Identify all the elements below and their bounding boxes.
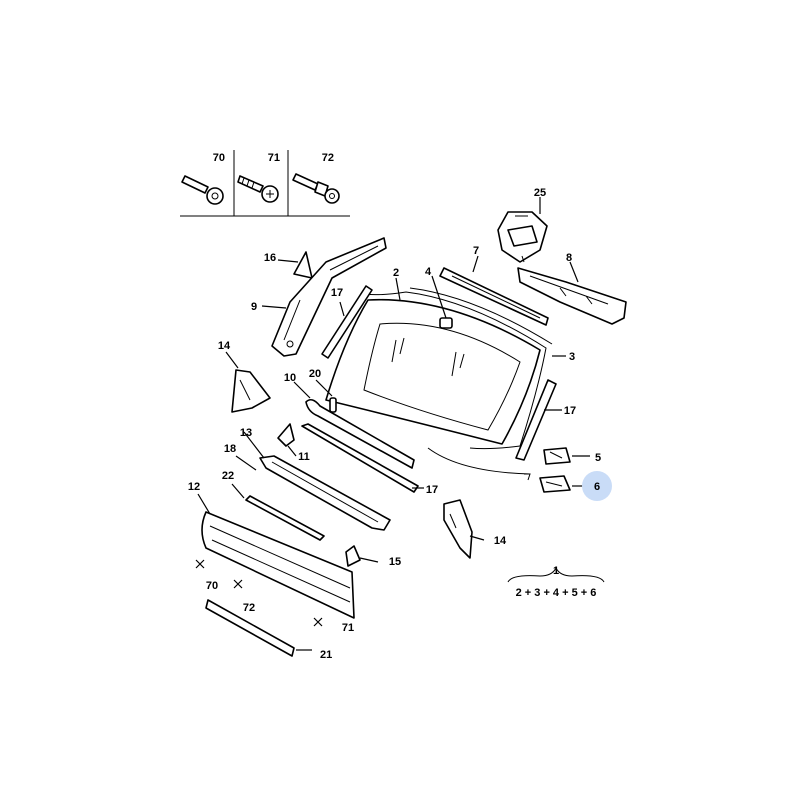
kit-formula [507, 566, 605, 583]
part-21-strip [205, 599, 312, 657]
callout-3: 3 [569, 351, 575, 363]
callout-10: 10 [284, 372, 296, 384]
part-8-bracket [517, 261, 627, 325]
bolt-72-icon [292, 173, 340, 204]
callout-5: 5 [595, 452, 601, 464]
fastener-marker-71 [313, 617, 323, 627]
callout-16: 16 [264, 252, 276, 264]
callout-15: 15 [389, 556, 401, 568]
part-22-strip [231, 483, 325, 541]
callout-17-right: 17 [564, 405, 576, 417]
hardware-box: 70 71 72 [180, 150, 350, 217]
screw-71-icon [237, 175, 279, 203]
part-4-mirror-mount [431, 275, 453, 329]
callout-17-lower: 17 [426, 484, 438, 496]
callout-4: 4 [425, 266, 432, 278]
callout-20: 20 [309, 368, 321, 380]
part-12-cowl-grille [197, 493, 355, 619]
callout-11: 11 [298, 451, 310, 463]
callout-12: 12 [188, 481, 200, 493]
callout-6: 6 [594, 481, 600, 493]
callout-18: 18 [224, 443, 236, 455]
fastener-marker-70 [195, 559, 205, 569]
part-25-bracket [497, 197, 548, 263]
part-6-bracket [539, 475, 584, 493]
part-2-windshield [325, 277, 541, 445]
callout-1: 1 [553, 565, 559, 577]
highlight-circle [582, 471, 612, 501]
group-connector-curve [427, 447, 531, 475]
part-14-trim-right [443, 499, 485, 559]
part-17-strip-right [515, 379, 562, 461]
part-14-bracket-left [225, 351, 271, 413]
hardware-label-71: 71 [268, 152, 280, 164]
part-11-bracket [277, 423, 297, 457]
part-16-trim [277, 251, 313, 279]
callout-14-right: 14 [494, 535, 507, 547]
part-15-clip [345, 545, 379, 567]
callout-17-upper: 17 [331, 287, 343, 299]
bolt-70-icon [181, 175, 224, 205]
part-17-strip-lower [301, 423, 424, 493]
callout-8: 8 [566, 252, 572, 264]
callout-22: 22 [222, 470, 234, 482]
part-17-strip-left [321, 285, 373, 359]
part-10-cowl-seal [293, 381, 415, 469]
part-7-member [439, 255, 549, 326]
callout-9: 9 [251, 301, 257, 313]
hardware-label-72: 72 [322, 152, 334, 164]
callout-70: 70 [206, 580, 218, 592]
callout-25: 25 [534, 187, 546, 199]
kit-formula-text: 2 + 3 + 4 + 5 + 6 [516, 587, 597, 599]
fastener-marker-72 [233, 579, 243, 589]
part-9-pillar-trim [261, 237, 387, 357]
part-5-bracket [543, 447, 590, 465]
callout-14-left: 14 [218, 340, 231, 352]
part-18-cowl-panel [235, 431, 391, 531]
callout-7: 7 [473, 245, 479, 257]
hardware-label-70: 70 [213, 152, 225, 164]
callout-2: 2 [393, 267, 399, 279]
callout-21: 21 [320, 649, 332, 661]
callout-71: 71 [342, 622, 354, 634]
part-20-clip [315, 379, 337, 413]
callout-13: 13 [240, 427, 252, 439]
callout-72: 72 [243, 602, 255, 614]
